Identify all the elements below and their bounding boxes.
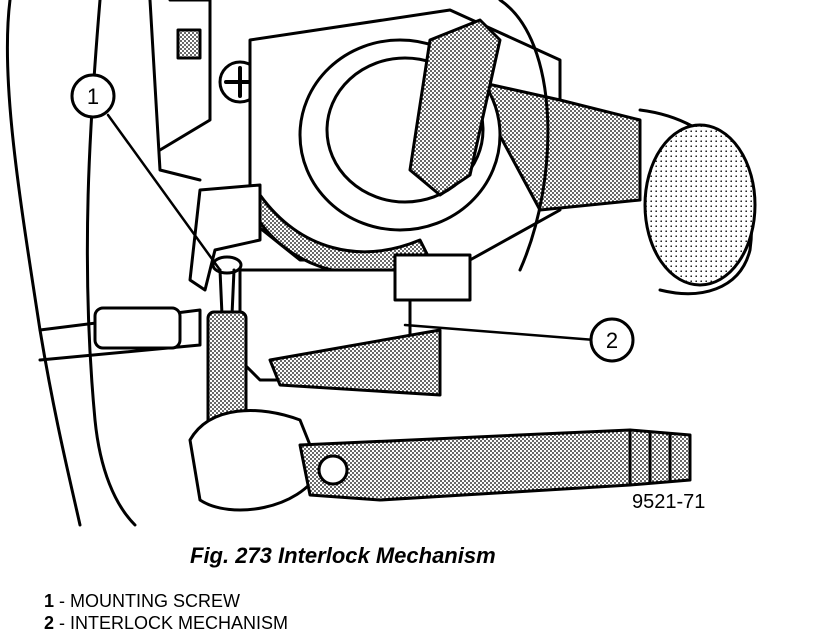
- dash-edge: [5, 0, 82, 527]
- legend-item-2: 2 - INTERLOCK MECHANISM: [44, 612, 288, 634]
- ratchet-pivot: [317, 454, 349, 486]
- leader-line-1: [106, 113, 222, 272]
- interlock-base: [268, 328, 442, 397]
- cable-sleeve: [93, 306, 182, 350]
- callout-2: 2: [589, 317, 635, 363]
- legend-item-2-label: INTERLOCK MECHANISM: [70, 613, 289, 633]
- column-tube-end: [643, 123, 757, 287]
- interlock-tab: [393, 253, 472, 302]
- legend-separator: -: [54, 591, 71, 611]
- ratchet-head: [188, 409, 322, 512]
- upper-bracket: [158, 0, 212, 152]
- lower-bracket: [188, 183, 262, 292]
- leader-line-2: [403, 323, 597, 342]
- callout-2-number: 2: [606, 328, 618, 353]
- illustration: 1 2 9521-71: [5, 0, 757, 527]
- ratchet-handle: [298, 428, 692, 502]
- legend-item-1: 1 - MOUNTING SCREW: [44, 590, 288, 612]
- ignition-key: [408, 18, 502, 197]
- ratchet-grip-rings: [628, 428, 672, 487]
- legend-separator: -: [54, 613, 71, 633]
- callout-1: 1: [70, 73, 116, 119]
- callout-legend: 1 - MOUNTING SCREW 2 - INTERLOCK MECHANI…: [44, 590, 288, 634]
- figure-caption: Fig. 273 Interlock Mechanism: [190, 543, 496, 568]
- callout-1-number: 1: [87, 84, 99, 109]
- figure-code: 9521-71: [632, 491, 705, 513]
- screw-shaft: [218, 268, 236, 317]
- legend-item-1-label: MOUNTING SCREW: [70, 591, 241, 611]
- legend-item-1-number: 1: [44, 591, 55, 611]
- wire-loop: [498, 0, 550, 272]
- dash-panel-inner: [148, 0, 202, 182]
- bracket-slot: [176, 28, 202, 60]
- legend-item-2-number: 2: [44, 613, 55, 633]
